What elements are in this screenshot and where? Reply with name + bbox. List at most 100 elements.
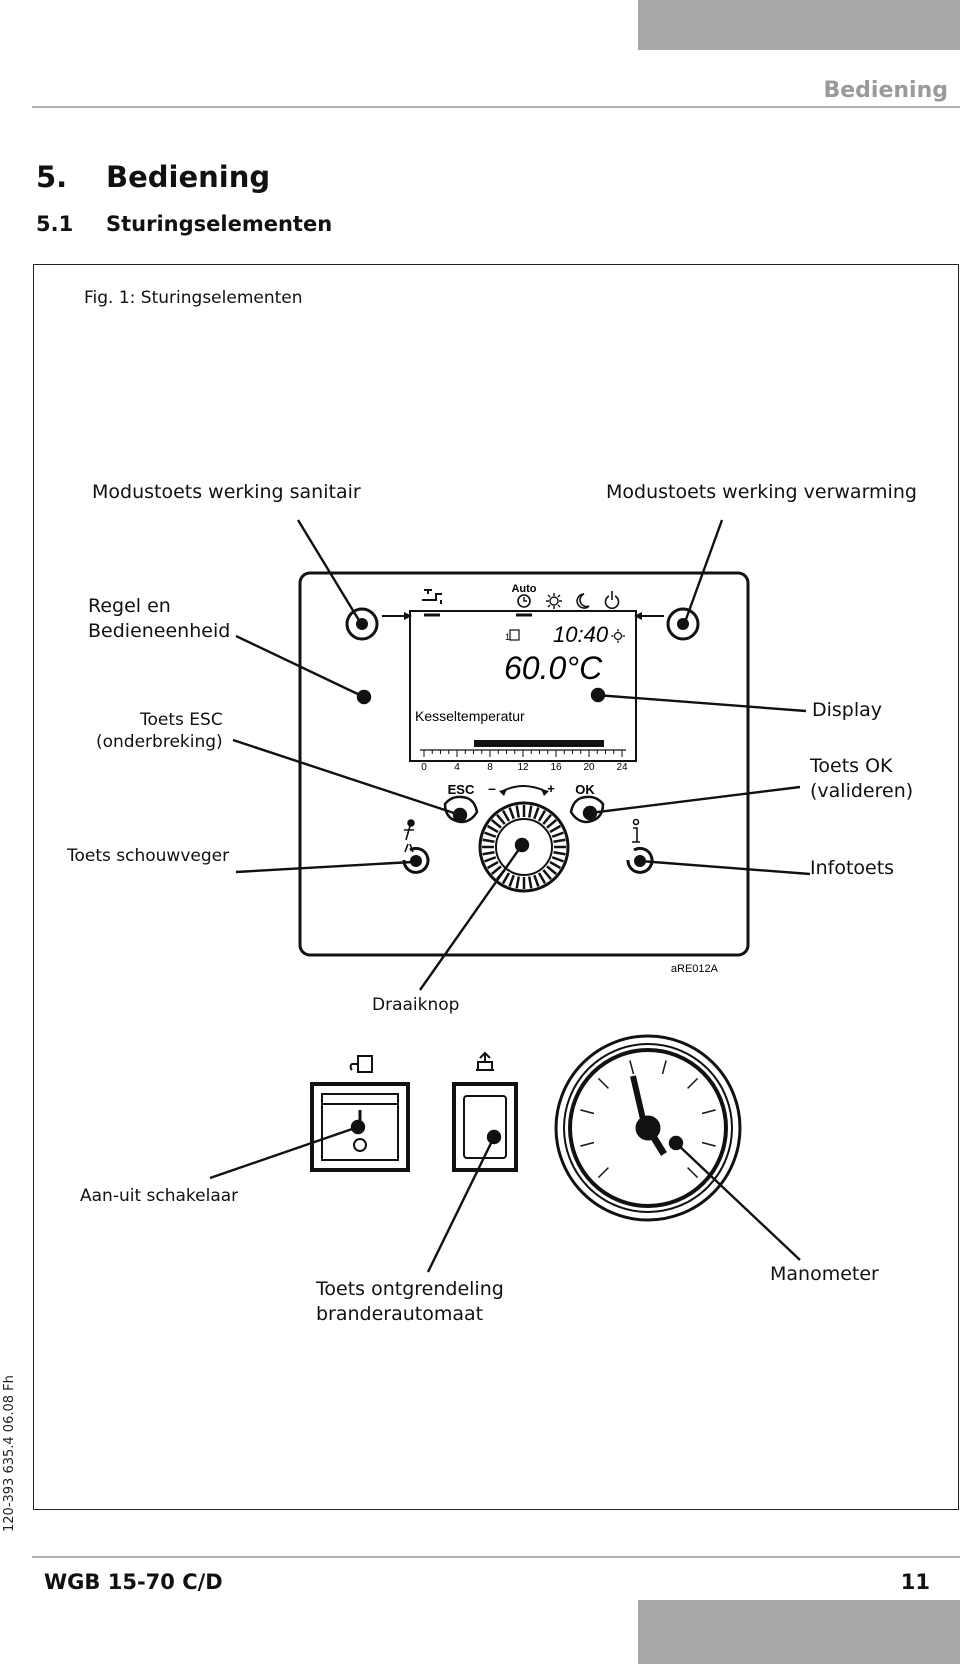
label-manometer: Manometer [770, 1263, 879, 1285]
gauge-tick [701, 1141, 716, 1147]
display-parameter: Kesseltemperatur [415, 708, 525, 724]
document-code: 120-393 635.4 06.08 Fh [2, 1375, 17, 1532]
moon-icon [576, 593, 590, 609]
scale-tick-label: 12 [517, 762, 529, 773]
display-temperature: 60.0°C [504, 650, 603, 686]
sanitary-mode-button [345, 607, 379, 641]
knob-ridge [546, 819, 557, 829]
esc-caption: ESC [448, 782, 475, 797]
scale-tick-label: 24 [616, 762, 628, 773]
chimney-sweep-button [402, 846, 430, 874]
knob-ridge [537, 872, 547, 884]
knob-ridge [482, 850, 495, 856]
scale-tick-label: 16 [550, 762, 562, 773]
page-number: 11 [900, 1570, 930, 1594]
gauge-tick [580, 1109, 595, 1115]
label-esc-line1: Toets ESC [140, 710, 223, 730]
reset-icon [476, 1051, 494, 1071]
knob-ridge [549, 860, 561, 870]
header-bar [638, 0, 960, 50]
label-chimney-sweep: Toets schouwveger [67, 846, 230, 866]
footer-bar [638, 1600, 960, 1664]
label-display: Display [812, 699, 883, 721]
figure-caption: Fig. 1: Sturingselementen [84, 288, 303, 308]
knob-ridge [491, 865, 502, 875]
sun-icon [546, 593, 562, 609]
knob-ridge [496, 814, 506, 825]
knob-ridge [515, 805, 521, 818]
knob-ridge [501, 872, 511, 884]
knob-ridge [527, 876, 533, 889]
circuit-number: 1 [505, 632, 510, 642]
time-bar [474, 740, 604, 747]
label-control-unit-line2: Bedieneenheid [88, 620, 231, 642]
tap-icon [422, 589, 442, 604]
section-heading: 5.Bediening [36, 160, 270, 194]
gauge-tick [597, 1077, 609, 1089]
header-rule [32, 106, 960, 108]
heating-mode-button [666, 607, 700, 641]
manometer-gauge [554, 1034, 742, 1222]
footer-model: WGB 15-70 C/D [44, 1570, 223, 1594]
knob-ridge [484, 831, 497, 838]
knob-ridge [553, 838, 566, 844]
knob-ridge [533, 874, 540, 887]
scale-tick-label: 4 [454, 762, 460, 773]
control-panel-outline [298, 571, 750, 957]
label-ok-line1: Toets OK [810, 755, 893, 777]
ok-caption: OK [575, 782, 595, 797]
small-sun-icon [611, 629, 625, 643]
section-number: 5. [36, 160, 68, 194]
gauge-tick [701, 1109, 716, 1115]
display-time: 10:40 [553, 622, 609, 647]
knob-ridge [482, 838, 495, 844]
power-icon [604, 591, 620, 609]
subsection-heading: 5.1 Sturingselementen [36, 212, 332, 236]
gauge-tick [629, 1060, 635, 1075]
scale-tick-label: 20 [583, 762, 595, 773]
scale-tick-label: 0 [421, 762, 427, 773]
knob-ridge [508, 874, 515, 887]
label-mode-heating: Modustoets werking verwarming [606, 481, 917, 503]
esc-button [443, 795, 479, 824]
scale-tick-label: 8 [487, 762, 493, 773]
gauge-tick [580, 1141, 595, 1147]
knob-ridge [487, 824, 499, 834]
drawing-code: aRE012A [671, 963, 719, 975]
knob-ridge [527, 805, 533, 818]
label-ok-line2: (valideren) [810, 780, 914, 802]
subsection-number: 5.1 [36, 212, 74, 236]
plus-sign: + [547, 781, 555, 796]
knob-ridge [515, 876, 521, 889]
info-button [626, 846, 654, 874]
label-mode-sanitary: Modustoets werking sanitair [92, 481, 361, 503]
running-header: Bediening [823, 78, 948, 103]
lcd-frame [409, 610, 637, 762]
knob-ridge [551, 831, 564, 838]
subsection-title: Sturingselementen [106, 212, 333, 236]
rotary-knob [478, 801, 570, 893]
figure-frame [33, 264, 959, 1510]
chimney-sweep-icon [404, 819, 415, 853]
knob-ridge [487, 860, 499, 870]
info-icon [632, 818, 640, 843]
knob-arrow [502, 785, 546, 792]
minus-sign: – [488, 780, 496, 796]
knob-ridge [537, 810, 547, 822]
clock-icon [517, 594, 531, 608]
knob-ridge [533, 807, 540, 820]
gauge-tick [687, 1167, 699, 1179]
knob-ridge [542, 869, 552, 880]
radiator-icon [509, 629, 520, 641]
label-power-switch: Aan-uit schakelaar [80, 1186, 239, 1206]
gauge-tick [687, 1077, 699, 1089]
label-control-unit-line1: Regel en [88, 595, 171, 617]
power-switch-icon [349, 1055, 373, 1073]
label-esc-line2: (onderbreking) [96, 732, 223, 752]
knob-ridge [491, 819, 502, 829]
display-auto-label: Auto [511, 583, 536, 595]
ok-button [569, 795, 605, 824]
knob-ridge [484, 856, 497, 863]
knob-ridge [546, 865, 557, 875]
